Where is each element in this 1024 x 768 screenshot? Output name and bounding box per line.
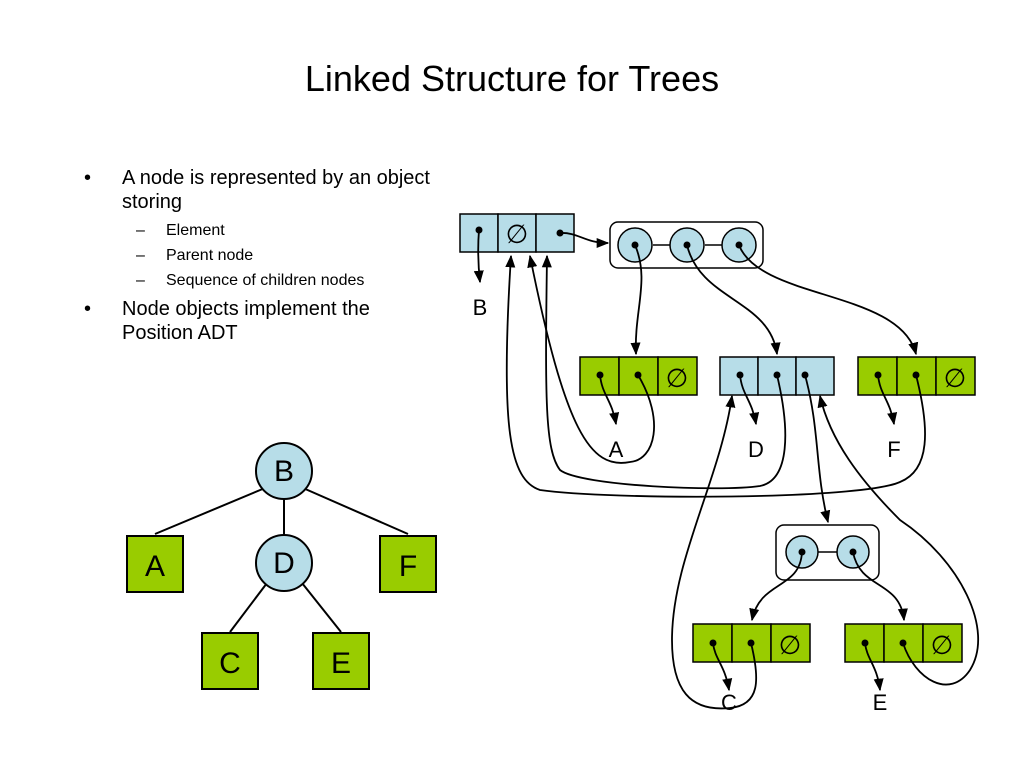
bullet-list: • A node is represented by an object sto… xyxy=(80,166,440,349)
linked-node-B: ∅ xyxy=(459,213,575,253)
bullet-item-1: • A node is represented by an object sto… xyxy=(80,166,440,214)
tree-node-D: D xyxy=(255,534,313,592)
sub-bullet-parent: – Parent node xyxy=(80,243,440,268)
dash-marker: – xyxy=(136,247,145,264)
tree-label-B: B xyxy=(274,455,294,488)
linked-node-F: ∅ xyxy=(857,356,976,396)
dash-marker: – xyxy=(136,272,145,289)
tree-label-E: E xyxy=(331,647,351,680)
linked-node-D xyxy=(719,356,835,396)
tree-node-F: F xyxy=(379,535,437,593)
linked-node-A: ∅ xyxy=(579,356,698,396)
bullet-item-2: • Node objects implement the Position AD… xyxy=(80,297,440,345)
linked-label-C: C xyxy=(721,690,737,715)
sub-bullet-children: – Sequence of children nodes xyxy=(80,268,440,293)
pointer-arrows xyxy=(473,229,979,710)
bullet-marker: • xyxy=(84,298,92,320)
tree-label-D: D xyxy=(273,547,295,580)
tree-node-B: B xyxy=(255,442,313,500)
linked-label-D: D xyxy=(748,437,764,462)
bullet-text: Node objects implement the Position ADT xyxy=(122,298,370,344)
tree-label-A: A xyxy=(145,550,165,583)
bullet-text: A node is represented by an object stori… xyxy=(122,167,430,213)
linked-label-A: A xyxy=(609,437,624,462)
children-container-D xyxy=(775,524,880,581)
linked-label-F: F xyxy=(887,437,900,462)
bullet-marker: • xyxy=(84,167,92,189)
children-container-B xyxy=(609,221,764,269)
slide-title: Linked Structure for Trees xyxy=(304,58,720,99)
tree-node-E: E xyxy=(312,632,370,690)
tree-edges xyxy=(154,487,409,633)
tree-node-C: C xyxy=(201,632,259,690)
svg-text:∅: ∅ xyxy=(666,363,689,393)
svg-text:∅: ∅ xyxy=(779,630,802,660)
svg-text:∅: ∅ xyxy=(944,363,967,393)
sub-bullet-element: – Element xyxy=(80,218,440,243)
tree-label-F: F xyxy=(399,550,417,583)
null-parent: ∅ xyxy=(506,219,529,249)
linked-label-E: E xyxy=(873,690,888,715)
tree-label-C: C xyxy=(219,647,241,680)
linked-node-E: ∅ xyxy=(844,623,963,663)
dash-marker: – xyxy=(136,222,145,239)
svg-text:∅: ∅ xyxy=(931,630,954,660)
tree-node-A: A xyxy=(126,535,184,593)
linked-label-B: B xyxy=(473,295,488,320)
